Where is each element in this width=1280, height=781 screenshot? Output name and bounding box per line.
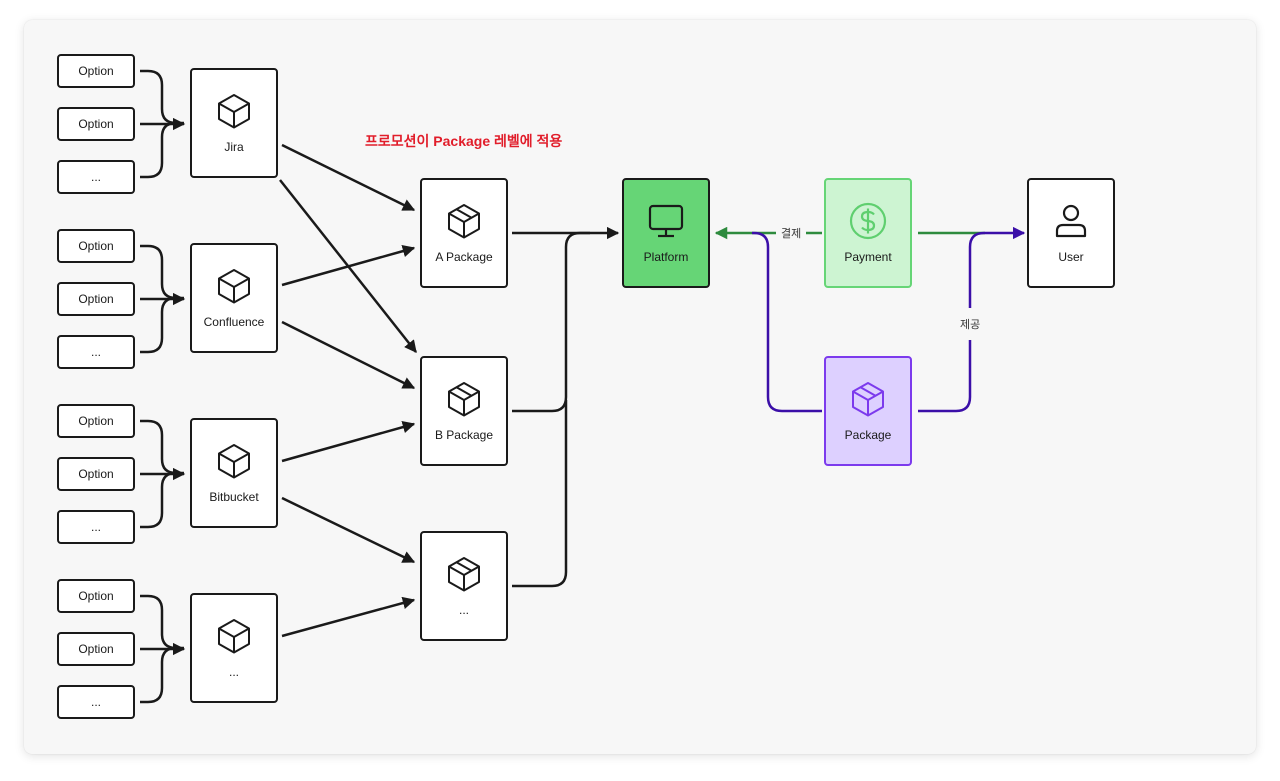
source-node-confluence-label: Confluence xyxy=(203,315,265,329)
promotion-annotation: 프로모션이 Package 레벨에 적용 xyxy=(365,133,563,149)
option-box[interactable]: ... xyxy=(57,685,135,719)
option-box[interactable]: Option xyxy=(57,457,135,491)
platform-node-label: Platform xyxy=(643,250,689,264)
user-node[interactable]: User xyxy=(1027,178,1115,288)
cube-icon xyxy=(214,266,254,306)
option-edge xyxy=(140,296,177,354)
option-edge xyxy=(140,419,184,475)
source-node-jira-label: Jira xyxy=(224,140,244,154)
option-box[interactable]: ... xyxy=(57,335,135,369)
option-edge xyxy=(140,471,177,529)
package-node-a-package[interactable]: A Package xyxy=(420,178,508,288)
source-node-bitbucket[interactable]: Bitbucket xyxy=(190,418,278,528)
package-icon xyxy=(444,554,484,594)
source-node-etc-label: ... xyxy=(228,665,239,679)
edge-confluence-a-package xyxy=(281,245,416,287)
package-product-node[interactable]: Package xyxy=(824,356,912,466)
package-node-a-package-label: A Package xyxy=(435,250,493,264)
cube-icon xyxy=(214,91,254,131)
edge-b-package-platform xyxy=(512,231,590,413)
option-box[interactable]: Option xyxy=(57,54,135,88)
option-box[interactable]: Option xyxy=(57,579,135,613)
payment-edge-label: 결제 xyxy=(778,225,805,241)
dollar-icon xyxy=(848,201,888,241)
provide-edge-label: 제공 xyxy=(957,316,984,332)
option-box[interactable]: Option xyxy=(57,632,135,666)
option-edge xyxy=(140,594,184,650)
source-node-etc[interactable]: ... xyxy=(190,593,278,703)
payment-node-label: Payment xyxy=(844,250,892,264)
option-box[interactable]: Option xyxy=(57,282,135,316)
package-icon xyxy=(444,201,484,241)
edge-etc-package-platform xyxy=(512,400,568,588)
edge-package-user xyxy=(918,340,972,413)
cube-icon xyxy=(214,441,254,481)
option-edge xyxy=(140,121,177,179)
package-node-b-package[interactable]: B Package xyxy=(420,356,508,466)
option-box[interactable]: Option xyxy=(57,229,135,263)
option-box[interactable]: ... xyxy=(57,510,135,544)
package-icon xyxy=(848,379,888,419)
edge-bitbucket-b-package xyxy=(281,421,416,463)
option-edge xyxy=(140,244,184,300)
edge-etc-etc-package xyxy=(281,596,416,638)
source-node-confluence[interactable]: Confluence xyxy=(190,243,278,353)
edge-confluence-b-package xyxy=(281,320,416,390)
package-node-etc-package-label: ... xyxy=(458,603,469,617)
option-edge xyxy=(140,646,177,704)
edge-jira-a-package xyxy=(281,143,416,212)
option-edge xyxy=(140,69,184,125)
option-box[interactable]: ... xyxy=(57,160,135,194)
package-node-b-package-label: B Package xyxy=(434,428,494,442)
package-product-node-label: Package xyxy=(844,428,892,442)
source-node-bitbucket-label: Bitbucket xyxy=(209,490,259,504)
cube-icon xyxy=(214,616,254,656)
option-box[interactable]: Option xyxy=(57,404,135,438)
option-box[interactable]: Option xyxy=(57,107,135,141)
edge-package-user-upper xyxy=(968,226,1026,308)
edge-bitbucket-etc-package xyxy=(281,496,416,564)
package-icon xyxy=(444,379,484,419)
platform-node[interactable]: Platform xyxy=(622,178,710,288)
user-node-label: User xyxy=(1058,250,1084,264)
source-node-jira[interactable]: Jira xyxy=(190,68,278,178)
monitor-icon xyxy=(646,201,686,241)
payment-node[interactable]: Payment xyxy=(824,178,912,288)
package-node-etc-package[interactable]: ... xyxy=(420,531,508,641)
user-icon xyxy=(1051,201,1091,241)
edge-package-platform xyxy=(752,231,822,413)
